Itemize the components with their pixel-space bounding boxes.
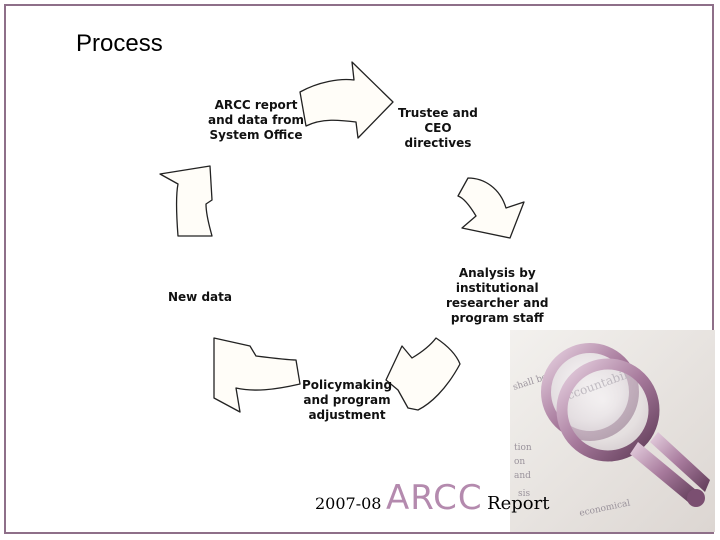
node-new-data: New data — [168, 290, 232, 304]
svg-text:tion: tion — [514, 443, 532, 453]
svg-text:and: and — [514, 471, 531, 481]
svg-text:sis: sis — [518, 489, 530, 499]
footer-report: Report — [487, 493, 550, 514]
report-footer: 2007-08 ARCC Report — [315, 478, 549, 518]
svg-text:on: on — [514, 457, 525, 467]
cycle-arrow-4 — [213, 337, 301, 413]
cycle-arrow-5 — [159, 165, 213, 237]
magnifying-glass-icon: shall be known tion on and sis public ec… — [510, 330, 715, 532]
node-arcc-report: ARCC report and data from System Office — [208, 98, 304, 142]
slide-title: Process — [76, 30, 163, 57]
cycle-arrow-1 — [299, 61, 394, 139]
node-analysis: Analysis by institutional researcher and… — [446, 266, 549, 325]
footer-year: 2007-08 — [315, 494, 382, 513]
footer-brand: ARCC — [385, 478, 483, 518]
node-policymaking: Policymaking and program adjustment — [302, 378, 393, 422]
cycle-arrow-3 — [385, 337, 461, 411]
node-trustee-directives: Trustee and CEO directives — [398, 106, 478, 150]
cycle-arrow-2 — [457, 177, 525, 239]
